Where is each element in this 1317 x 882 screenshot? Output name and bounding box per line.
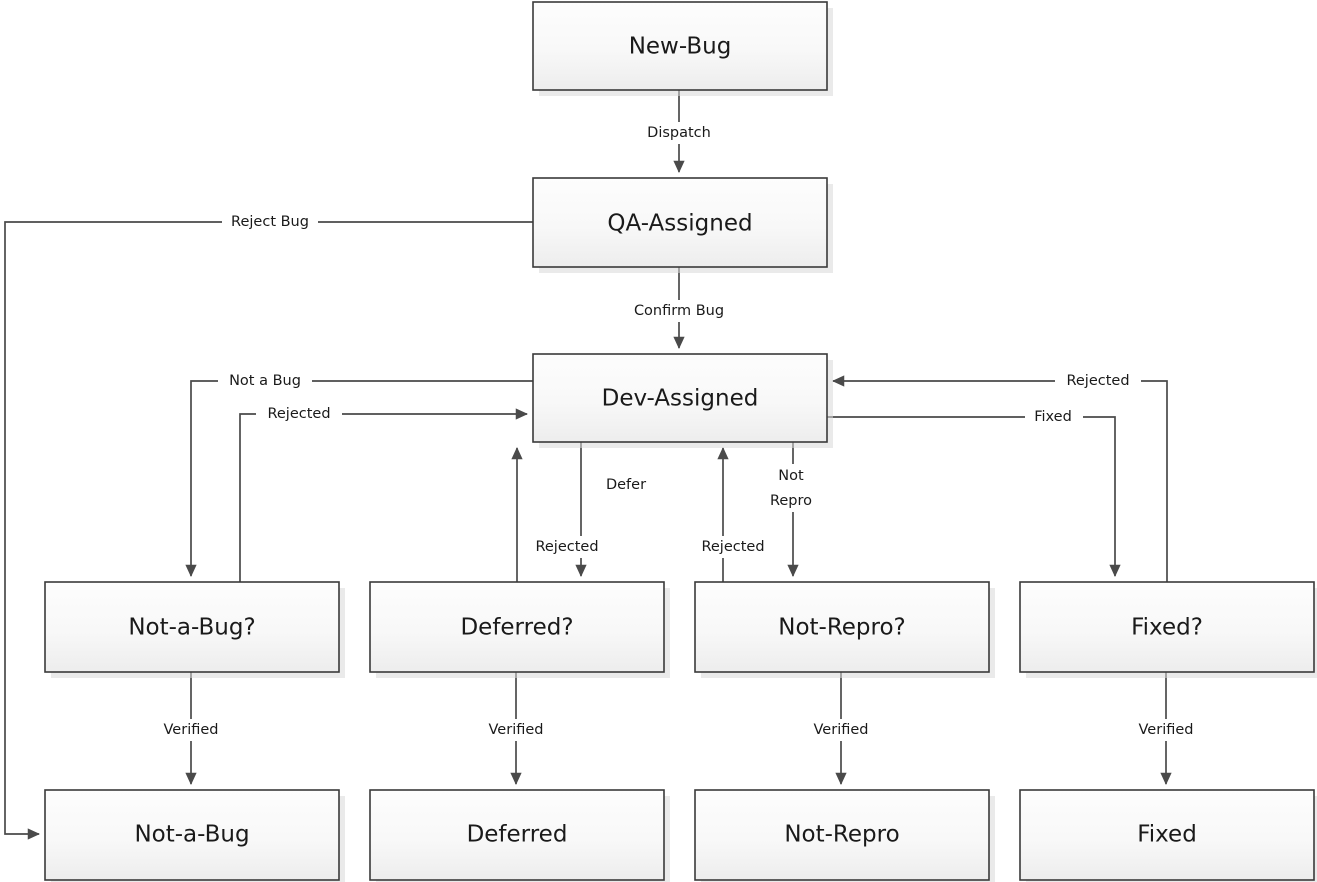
node-deferred[interactable]: Deferred (369, 789, 670, 882)
edge-label-verified-not-a-bug: Verified (164, 722, 219, 738)
edge-label-rejected-not-a-bug: Rejected (267, 406, 330, 422)
edge-rejected-fixed (832, 375, 1168, 672)
node-label-deferred: Deferred (467, 822, 568, 848)
node-label-new-bug: New-Bug (629, 34, 732, 60)
edge-reject-bug (4, 221, 533, 840)
node-qa-assigned[interactable]: QA-Assigned (532, 177, 833, 273)
edge-label-layer: Dispatch Confirm Bug Reject Bug Not a Bu… (156, 122, 1203, 741)
node-not-repro-question[interactable]: Not-Repro? (694, 581, 995, 678)
node-fixed-question[interactable]: Fixed? (1019, 581, 1317, 678)
node-label-qa-assigned: QA-Assigned (607, 211, 752, 237)
node-layer: New-Bug QA-Assigned Dev-Assigned Not-a-B… (44, 1, 1317, 882)
node-label-fixed-question: Fixed? (1131, 615, 1203, 641)
node-label-not-a-bug-question: Not-a-Bug? (128, 615, 255, 641)
edge-label-not-repro-line2: Repro (770, 493, 812, 509)
edge-label-defer: Defer (606, 477, 646, 493)
node-label-not-a-bug: Not-a-Bug (134, 822, 249, 848)
node-dev-assigned[interactable]: Dev-Assigned (532, 353, 833, 448)
edge-label-verified-fixed: Verified (1139, 722, 1194, 738)
edge-label-fixed: Fixed (1034, 409, 1072, 425)
node-not-a-bug-question[interactable]: Not-a-Bug? (44, 581, 345, 678)
edge-label-not-a-bug: Not a Bug (229, 373, 301, 389)
edge-label-rejected-fixed: Rejected (1066, 373, 1129, 389)
edge-label-verified-not-repro: Verified (814, 722, 869, 738)
edge-label-reject-bug: Reject Bug (231, 214, 309, 230)
edge-fixed (827, 416, 1121, 577)
edge-not-a-bug (185, 380, 533, 577)
edge-label-confirm-bug: Confirm Bug (634, 303, 724, 319)
node-label-dev-assigned: Dev-Assigned (602, 386, 759, 412)
node-label-not-repro: Not-Repro (784, 822, 899, 848)
edge-label-verified-deferred: Verified (489, 722, 544, 738)
node-not-a-bug[interactable]: Not-a-Bug (44, 789, 345, 882)
edge-label-dispatch: Dispatch (647, 125, 711, 141)
node-label-not-repro-question: Not-Repro? (778, 615, 906, 641)
node-deferred-question[interactable]: Deferred? (369, 581, 670, 678)
node-fixed[interactable]: Fixed (1019, 789, 1317, 882)
node-new-bug[interactable]: New-Bug (532, 1, 833, 96)
edge-label-rejected-deferred: Rejected (535, 539, 598, 555)
node-not-repro[interactable]: Not-Repro (694, 789, 995, 882)
edge-label-rejected-not-repro: Rejected (701, 539, 764, 555)
node-label-deferred-question: Deferred? (460, 615, 573, 641)
node-label-fixed: Fixed (1137, 822, 1197, 848)
edge-label-not-repro-line1: Not (778, 468, 804, 484)
